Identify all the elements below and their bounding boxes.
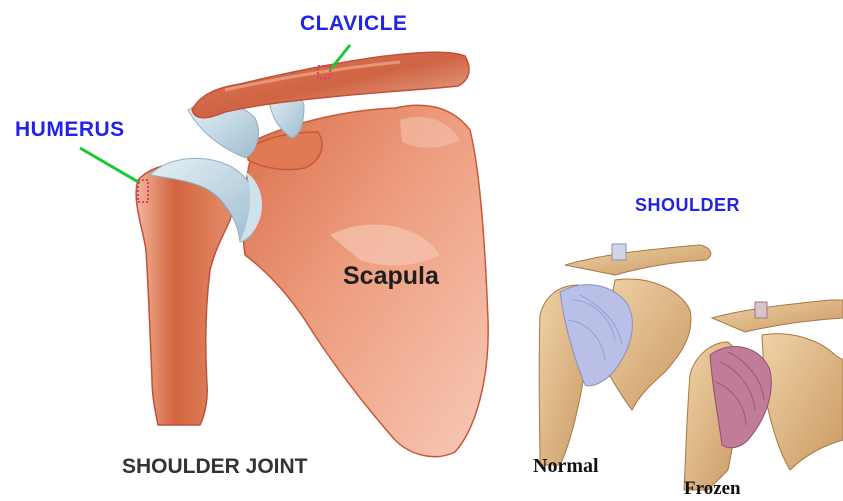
humerus-bone [136, 164, 232, 425]
humerus-label: HUMERUS [15, 118, 125, 142]
inset-frozen-shoulder [684, 300, 843, 490]
frozen-label: Frozen [684, 478, 741, 500]
shoulder-joint-caption: SHOULDER JOINT [122, 455, 308, 479]
inset-title: SHOULDER [635, 195, 740, 216]
clavicle-label: CLAVICLE [300, 12, 407, 36]
normal-label: Normal [533, 455, 599, 478]
inset-normal-shoulder [539, 244, 711, 465]
scapula-label: Scapula [343, 262, 439, 291]
